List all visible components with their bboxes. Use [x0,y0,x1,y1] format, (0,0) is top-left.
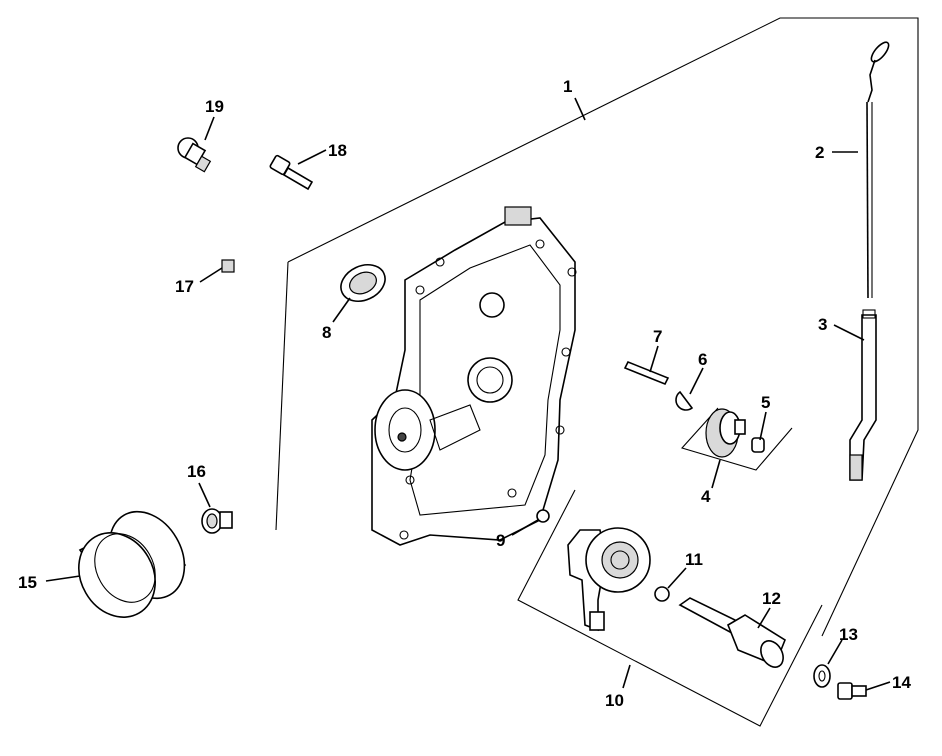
callout-12: 12 [762,589,781,608]
gear-pin [751,437,765,453]
callout-2: 2 [815,143,824,162]
washer [813,664,831,688]
callout-7: 7 [653,327,662,346]
callout-8: 8 [322,323,331,342]
callout-5: 5 [761,393,770,412]
oil-pickup [678,597,786,668]
callout-13: 13 [839,625,858,644]
pressure-switch [177,137,212,173]
filter-nipple [201,508,233,534]
callout-4: 4 [701,487,711,506]
retaining-clip [675,390,694,411]
callout-3: 3 [818,315,827,334]
oil-seal [340,263,386,303]
callout-16: 16 [187,462,206,481]
dipstick-tube [849,309,877,481]
o-ring-pump [654,586,670,602]
screw [269,154,314,191]
callout-11: 11 [685,550,703,569]
pump-gear [705,408,746,458]
closure-plate [371,206,577,546]
callout-9: 9 [496,531,505,550]
small-plug [221,259,235,273]
callout-14: 14 [892,673,911,692]
group-outline-gear [681,407,793,471]
group-outline-main [275,17,919,637]
shaft [623,360,670,386]
dipstick [866,41,890,299]
callout-1: 1 [563,77,572,96]
oil-filter [78,510,187,618]
leader-lines [45,97,891,691]
callout-17: 17 [175,277,194,296]
callout-6: 6 [698,350,707,369]
callout-18: 18 [328,141,347,160]
callout-10: 10 [605,691,624,710]
oil-pump [567,527,651,632]
callout-15: 15 [18,573,37,592]
drain-bolt [837,682,867,700]
group-outline-oil-pump [517,489,823,727]
callout-19: 19 [205,97,224,116]
o-ring-small [536,509,550,523]
